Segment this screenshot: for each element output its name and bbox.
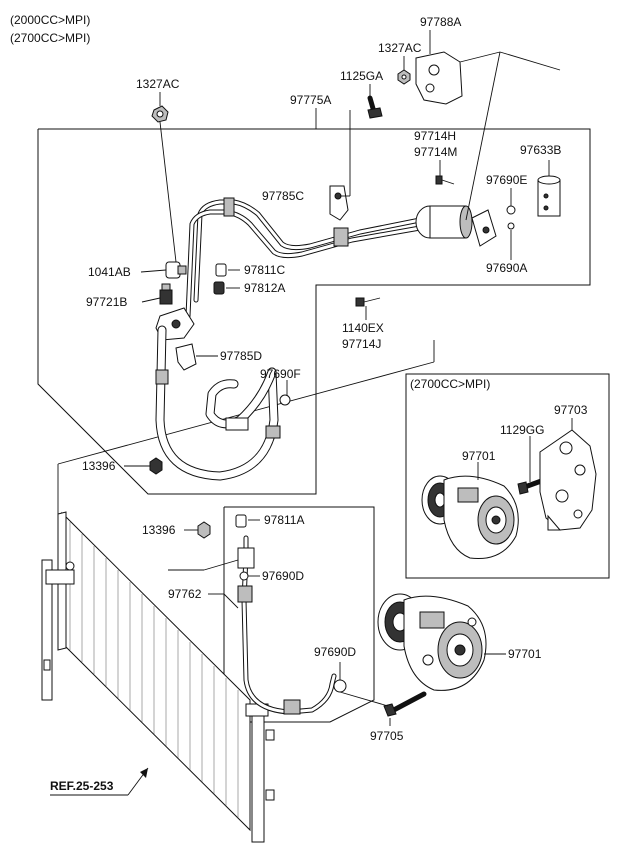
label-13396-a: 13396 <box>82 459 116 473</box>
label-97690A: 97690A <box>486 261 527 275</box>
label-97705: 97705 <box>370 729 404 743</box>
label-97690D-upper: 97690D <box>262 569 304 583</box>
bracket-97785C <box>329 185 349 221</box>
valve-97633B <box>537 175 561 217</box>
label-97721B: 97721B <box>86 295 127 309</box>
inset-bracket-97703 <box>539 429 597 531</box>
label-97785C: 97785C <box>262 189 304 203</box>
nut-1327AC-top <box>397 69 411 85</box>
pipe-clamp-1 <box>223 197 235 217</box>
cap-97812A <box>213 281 225 295</box>
inset-frame <box>405 373 610 579</box>
label-97714H: 97714H <box>414 129 456 143</box>
suction-pipe <box>185 197 423 319</box>
hose-ferrule-2 <box>265 425 281 439</box>
pipe-clamp-2 <box>333 227 349 247</box>
oring-97690E <box>506 205 516 215</box>
label-97714J: 97714J <box>342 337 381 351</box>
muffler <box>415 205 473 239</box>
cover-97788A <box>415 51 463 105</box>
oring-97690D-upper <box>239 571 249 581</box>
label-1140EX: 1140EX <box>342 321 384 335</box>
suction-hose <box>155 325 281 481</box>
inset-label-97701: 97701 <box>462 449 496 463</box>
header-line-2: (2700CC>MPI) <box>10 31 90 45</box>
label-97811A: 97811A <box>264 513 304 527</box>
condenser-fins <box>69 522 239 818</box>
nut-1327AC-left <box>151 105 169 123</box>
condenser <box>41 511 275 843</box>
leader-lines <box>124 30 573 726</box>
label-1041AB: 1041AB <box>88 265 131 279</box>
hose-ferrule-3 <box>237 585 253 603</box>
label-97714M: 97714M <box>414 145 457 159</box>
bolt-1125GA <box>367 95 383 119</box>
pipe-block-fitting <box>471 209 497 247</box>
cap-97811C <box>215 263 227 277</box>
reference-arrow <box>50 767 149 796</box>
discharge-hose <box>237 535 337 715</box>
nut-13396-b <box>197 521 211 539</box>
hose-end-fitting-1 <box>237 547 255 569</box>
label-97633B: 97633B <box>520 143 561 157</box>
inset-label-1129GG: 1129GG <box>500 423 544 437</box>
sensor-97721B <box>159 283 173 305</box>
bolt-97705 <box>383 691 427 717</box>
label-97690D-lower: 97690D <box>314 645 356 659</box>
hose-fitting <box>225 417 249 431</box>
upper-assembly-frame <box>37 128 591 495</box>
oring-97690A <box>507 222 515 230</box>
label-13396-b: 13396 <box>142 523 176 537</box>
bolt-1140EX <box>355 297 381 307</box>
cap-97811A <box>235 514 247 528</box>
inset-compressor <box>421 475 519 560</box>
label-97762: 97762 <box>168 587 202 601</box>
label-97690F: 97690F <box>260 367 301 381</box>
hose-ferrule-4 <box>283 699 301 715</box>
nut-13396-a <box>149 457 163 475</box>
inset-title: (2700CC>MPI) <box>410 377 490 391</box>
oring-97690D-lower <box>333 679 347 693</box>
label-97812A: 97812A <box>244 281 285 295</box>
compressor-main <box>377 593 487 691</box>
reference-label: REF.25-253 <box>50 779 114 793</box>
label-97701: 97701 <box>508 647 542 661</box>
label-97811C: 97811C <box>244 263 285 277</box>
oring-97690F <box>279 394 291 406</box>
bolt-97714H <box>435 175 455 185</box>
label-97690E: 97690E <box>486 173 527 187</box>
fitting-1041AB <box>165 261 187 279</box>
label-97788A: 97788A <box>420 15 461 29</box>
label-1125GA: 1125GA <box>340 69 383 83</box>
label-1327AC-top: 1327AC <box>378 41 422 55</box>
label-97775A: 97775A <box>290 93 331 107</box>
header-line-1: (2000CC>MPI) <box>10 13 90 27</box>
label-1327AC-left: 1327AC <box>136 77 180 91</box>
inset-label-97703: 97703 <box>554 403 588 417</box>
label-97785D: 97785D <box>220 349 262 363</box>
bracket-97785D <box>175 343 197 371</box>
hose-ferrule-1 <box>155 369 169 385</box>
